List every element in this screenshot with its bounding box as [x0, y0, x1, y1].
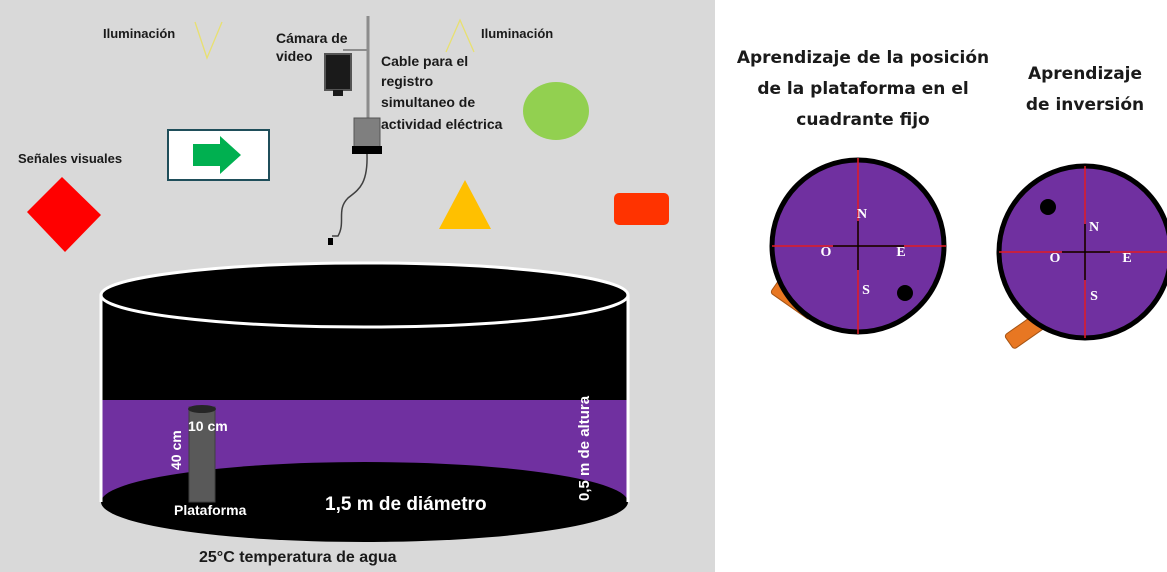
- recording-headstage-icon: [352, 117, 382, 154]
- reversal-north-label: N: [1089, 220, 1099, 235]
- camera-label-line-2: video: [276, 48, 313, 64]
- lighting-right-label: Iluminación: [481, 26, 553, 41]
- platform-label: Plataforma: [174, 502, 247, 518]
- cable-label-line-3: simultaneo de: [381, 94, 475, 110]
- reversal-south-label: S: [1090, 289, 1098, 304]
- fixed-west-label: O: [821, 245, 832, 260]
- cable-label-line-4: actividad eléctrica: [381, 116, 503, 132]
- cable-label-line-2: registro: [381, 73, 433, 89]
- circle-cue-icon: [523, 82, 589, 140]
- right-arrow-icon: [193, 136, 241, 174]
- escape-platform: [188, 406, 216, 503]
- reversal-panel-title-line-2: de inversión: [1026, 95, 1144, 115]
- recording-cable: [332, 153, 368, 237]
- rectangle-cue-icon: [614, 193, 669, 225]
- fixed-panel-title-line-2: de la plataforma en el: [757, 79, 968, 99]
- fixed-east-label: E: [896, 245, 905, 260]
- cable-label-line-1: Cable para el: [381, 53, 468, 69]
- pool-diameter-label: 1,5 m de diámetro: [325, 494, 487, 515]
- platform-width-label: 10 cm: [188, 418, 228, 434]
- fixed-panel-title-line-3: cuadrante fijo: [796, 110, 929, 130]
- camera-label-line-1: Cámara de: [276, 30, 348, 46]
- platform-height-label: 40 cm: [168, 430, 184, 470]
- arrow-cue-sign: [167, 129, 270, 181]
- diamond-cue-icon: [27, 177, 101, 252]
- electrode-plug: [328, 238, 333, 245]
- fixed-panel-title-line-1: Aprendizaje de la posición: [737, 48, 989, 68]
- triangle-cue-icon: [439, 180, 491, 229]
- light-right-icon: [445, 18, 475, 53]
- reversal-west-label: O: [1050, 251, 1061, 266]
- fixed-south-label: S: [862, 283, 870, 298]
- reversal-east-label: E: [1122, 251, 1131, 266]
- reversal-panel-title-line-1: Aprendizaje: [1028, 64, 1142, 84]
- fixed-quadrant-maze: [769, 157, 947, 335]
- water-temperature-label: 25°C temperatura de agua: [199, 549, 397, 566]
- fixed-north-label: N: [857, 207, 867, 222]
- hidden-platform-marker: [1040, 199, 1056, 215]
- hidden-platform-marker: [897, 285, 913, 301]
- pool-height-label: 0,5 m de altura: [576, 395, 593, 501]
- water-maze-tank: [99, 261, 630, 542]
- visual-cues-label: Señales visuales: [18, 151, 122, 166]
- platform-top: [188, 405, 216, 413]
- reversal-maze: [996, 163, 1167, 349]
- camera-icon: [324, 16, 370, 118]
- light-left-icon: [194, 21, 223, 60]
- lighting-left-label: Iluminación: [103, 26, 175, 41]
